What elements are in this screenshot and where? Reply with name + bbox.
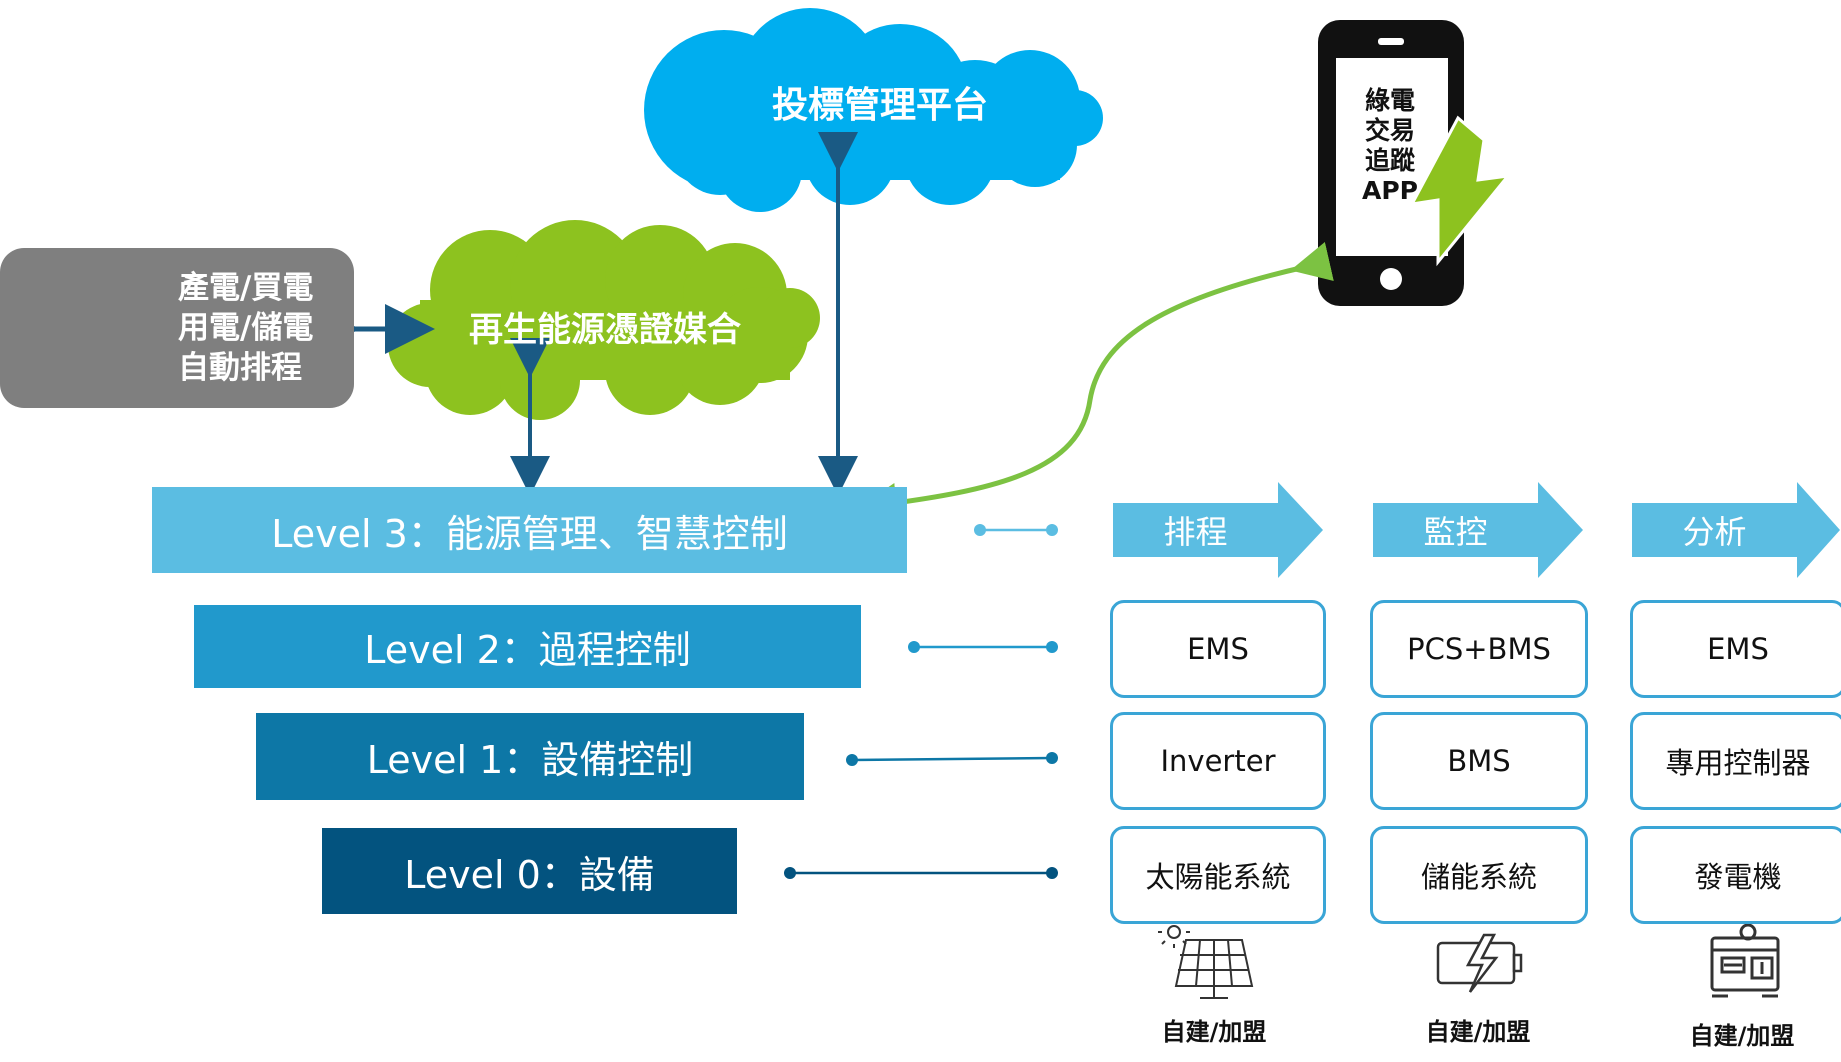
- schedule-level0-box[interactable]: 太陽能系統: [1110, 826, 1326, 924]
- phone-line: 追蹤: [1364, 146, 1415, 175]
- generator-icon: [1710, 923, 1780, 998]
- level3-link: [974, 524, 1058, 536]
- phone-line: APP: [1362, 176, 1418, 205]
- phone-level3-connector: [857, 241, 1334, 523]
- monitor-level1-box[interactable]: BMS: [1370, 712, 1588, 810]
- schedule-level2-box[interactable]: EMS: [1110, 600, 1326, 698]
- phone-line: 綠電: [1364, 86, 1415, 115]
- level-0-bar[interactable]: Level 0：設備: [322, 828, 737, 914]
- level2-link: [908, 641, 1058, 653]
- column-header-analysis: 分析: [1682, 513, 1747, 551]
- analysis-level0-box[interactable]: 發電機: [1630, 826, 1841, 924]
- monitor-level0-box[interactable]: 儲能系統: [1370, 826, 1588, 924]
- schedule-panel[interactable]: [0, 248, 354, 408]
- level0-link: [784, 867, 1058, 879]
- level-3-bar[interactable]: Level 3：能源管理、智慧控制: [152, 487, 907, 573]
- level1-link: [846, 752, 1058, 766]
- phone-line: 交易: [1364, 116, 1415, 145]
- analysis-arrow: [1632, 482, 1840, 578]
- bidding-cloud-label: 投標管理平台: [771, 85, 988, 126]
- phone-screen-text: 綠電 交易 追蹤 APP: [1346, 86, 1434, 206]
- schedule-panel-text: 產電/買電 用電/儲電 自動排程: [178, 268, 338, 388]
- monitor-arrow: [1373, 482, 1583, 578]
- column-header-monitor: 監控: [1423, 513, 1488, 551]
- generator-footer: 自建/加盟: [1689, 1022, 1795, 1050]
- level-2-bar[interactable]: Level 2：過程控制: [194, 605, 861, 688]
- battery-icon: [1436, 933, 1523, 993]
- panel-line: 用電/儲電: [178, 310, 314, 346]
- storage-footer: 自建/加盟: [1425, 1018, 1531, 1046]
- matching-cloud-label: 再生能源憑證媒合: [469, 309, 741, 350]
- solar-panel-icon: [1158, 916, 1254, 999]
- lightning-icon: [1409, 115, 1512, 267]
- monitor-level2-box[interactable]: PCS+BMS: [1370, 600, 1588, 698]
- schedule-level1-box[interactable]: Inverter: [1110, 712, 1326, 810]
- column-header-schedule: 排程: [1163, 513, 1228, 551]
- matching-cloud[interactable]: [388, 220, 820, 420]
- panel-line: 產電/買電: [178, 270, 314, 306]
- analysis-level1-box[interactable]: 專用控制器: [1630, 712, 1841, 810]
- schedule-arrow: [1113, 482, 1323, 578]
- panel-line: 自動排程: [178, 350, 302, 386]
- analysis-level2-box[interactable]: EMS: [1630, 600, 1841, 698]
- phone-device: [1318, 20, 1464, 306]
- level-1-bar[interactable]: Level 1：設備控制: [256, 713, 804, 800]
- solar-footer: 自建/加盟: [1161, 1018, 1267, 1046]
